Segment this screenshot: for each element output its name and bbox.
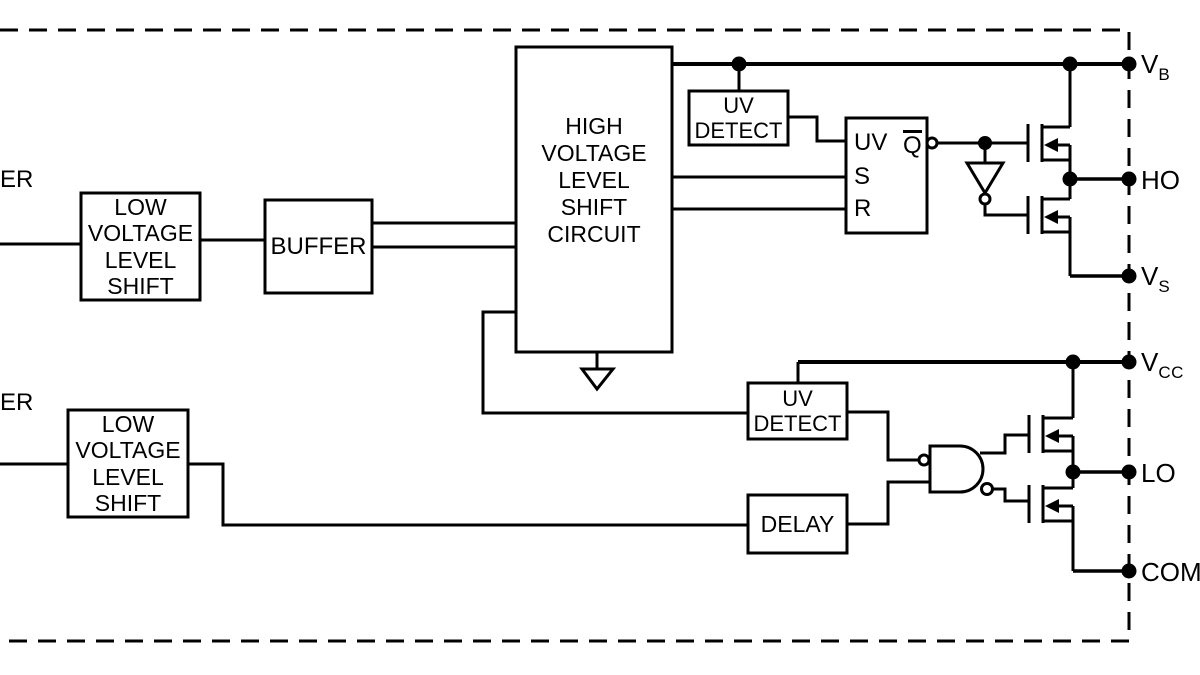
input-label-top: ER <box>0 166 34 193</box>
pin-ho-label: HO <box>1141 165 1180 195</box>
uv-detect-bottom-label: UV DETECT <box>753 386 842 436</box>
wire-hvls-to-uvdetect-low <box>481 310 748 415</box>
pin-vs-label: VS <box>1141 261 1171 296</box>
latch-input-uv-label: UV <box>854 129 888 156</box>
block-latch <box>844 116 929 235</box>
mosfet-arrow <box>1044 138 1058 152</box>
uv-detect-top-label: UV DETECT <box>694 93 783 143</box>
high-voltage-level-shift-label: HIGH VOLTAGE LEVEL SHIFT CIRCUIT <box>541 113 647 247</box>
latch-input-r-label: R <box>854 195 872 222</box>
pin-vcc-label: VCC <box>1141 347 1184 382</box>
mosfet-highside-lower <box>1026 179 1072 276</box>
mosfet-lowside-upper <box>1027 362 1075 472</box>
block-uv-detect-bottom <box>746 381 849 441</box>
block-high-voltage-level-shift <box>514 45 674 354</box>
wire-nand-to-lower-gate <box>992 487 1029 503</box>
mosfet-arrow <box>1045 429 1059 443</box>
delay-label: DELAY <box>760 510 835 537</box>
wire-delay-to-nand <box>847 480 930 526</box>
latch-input-s-label: S <box>854 163 871 190</box>
q-bar-text: Q <box>903 130 922 159</box>
low-voltage-level-shift-top-label: LOW VOLTAGE LEVEL SHIFT <box>87 193 194 300</box>
wire-lvls-to-delay <box>188 462 748 527</box>
low-voltage-level-shift-bottom-label: LOW VOLTAGE LEVEL SHIFT <box>75 410 181 517</box>
mosfet-arrow <box>1045 499 1059 513</box>
wire-uvdetect-to-latch <box>788 115 846 143</box>
latch-output-bubble <box>925 136 939 150</box>
pin-com-label: COM <box>1141 557 1200 587</box>
mosfet-highside-upper <box>1026 64 1072 179</box>
wire-uvdetect-low-to-nand <box>847 410 919 462</box>
block-delay <box>746 493 849 555</box>
block-low-voltage-level-shift-top <box>79 191 202 302</box>
block-low-voltage-level-shift-bottom <box>66 408 190 519</box>
ic-boundary-dashed <box>0 28 1131 643</box>
nand-output-bubble <box>980 482 994 496</box>
buffer-label: BUFFER <box>270 232 367 260</box>
ground-symbol <box>579 367 617 392</box>
pin-vb-label: VB <box>1141 49 1171 84</box>
latch-output-q-label: Q <box>903 130 922 159</box>
mosfet-lowside-lower <box>1027 472 1075 571</box>
inverter <box>964 161 1006 206</box>
wire-inverter-to-lower-gate <box>983 204 1028 217</box>
junction-dots <box>731 56 1137 579</box>
block-uv-detect-top <box>687 89 790 147</box>
mosfet-arrow <box>1044 210 1058 224</box>
nand-gate <box>917 444 994 496</box>
pin-lo-label: LO <box>1141 458 1176 488</box>
wire-nand-to-upper-gate <box>980 433 1029 455</box>
input-label-bottom: ER <box>0 389 34 416</box>
nand-input-bubble <box>917 453 931 467</box>
block-buffer <box>263 198 374 295</box>
